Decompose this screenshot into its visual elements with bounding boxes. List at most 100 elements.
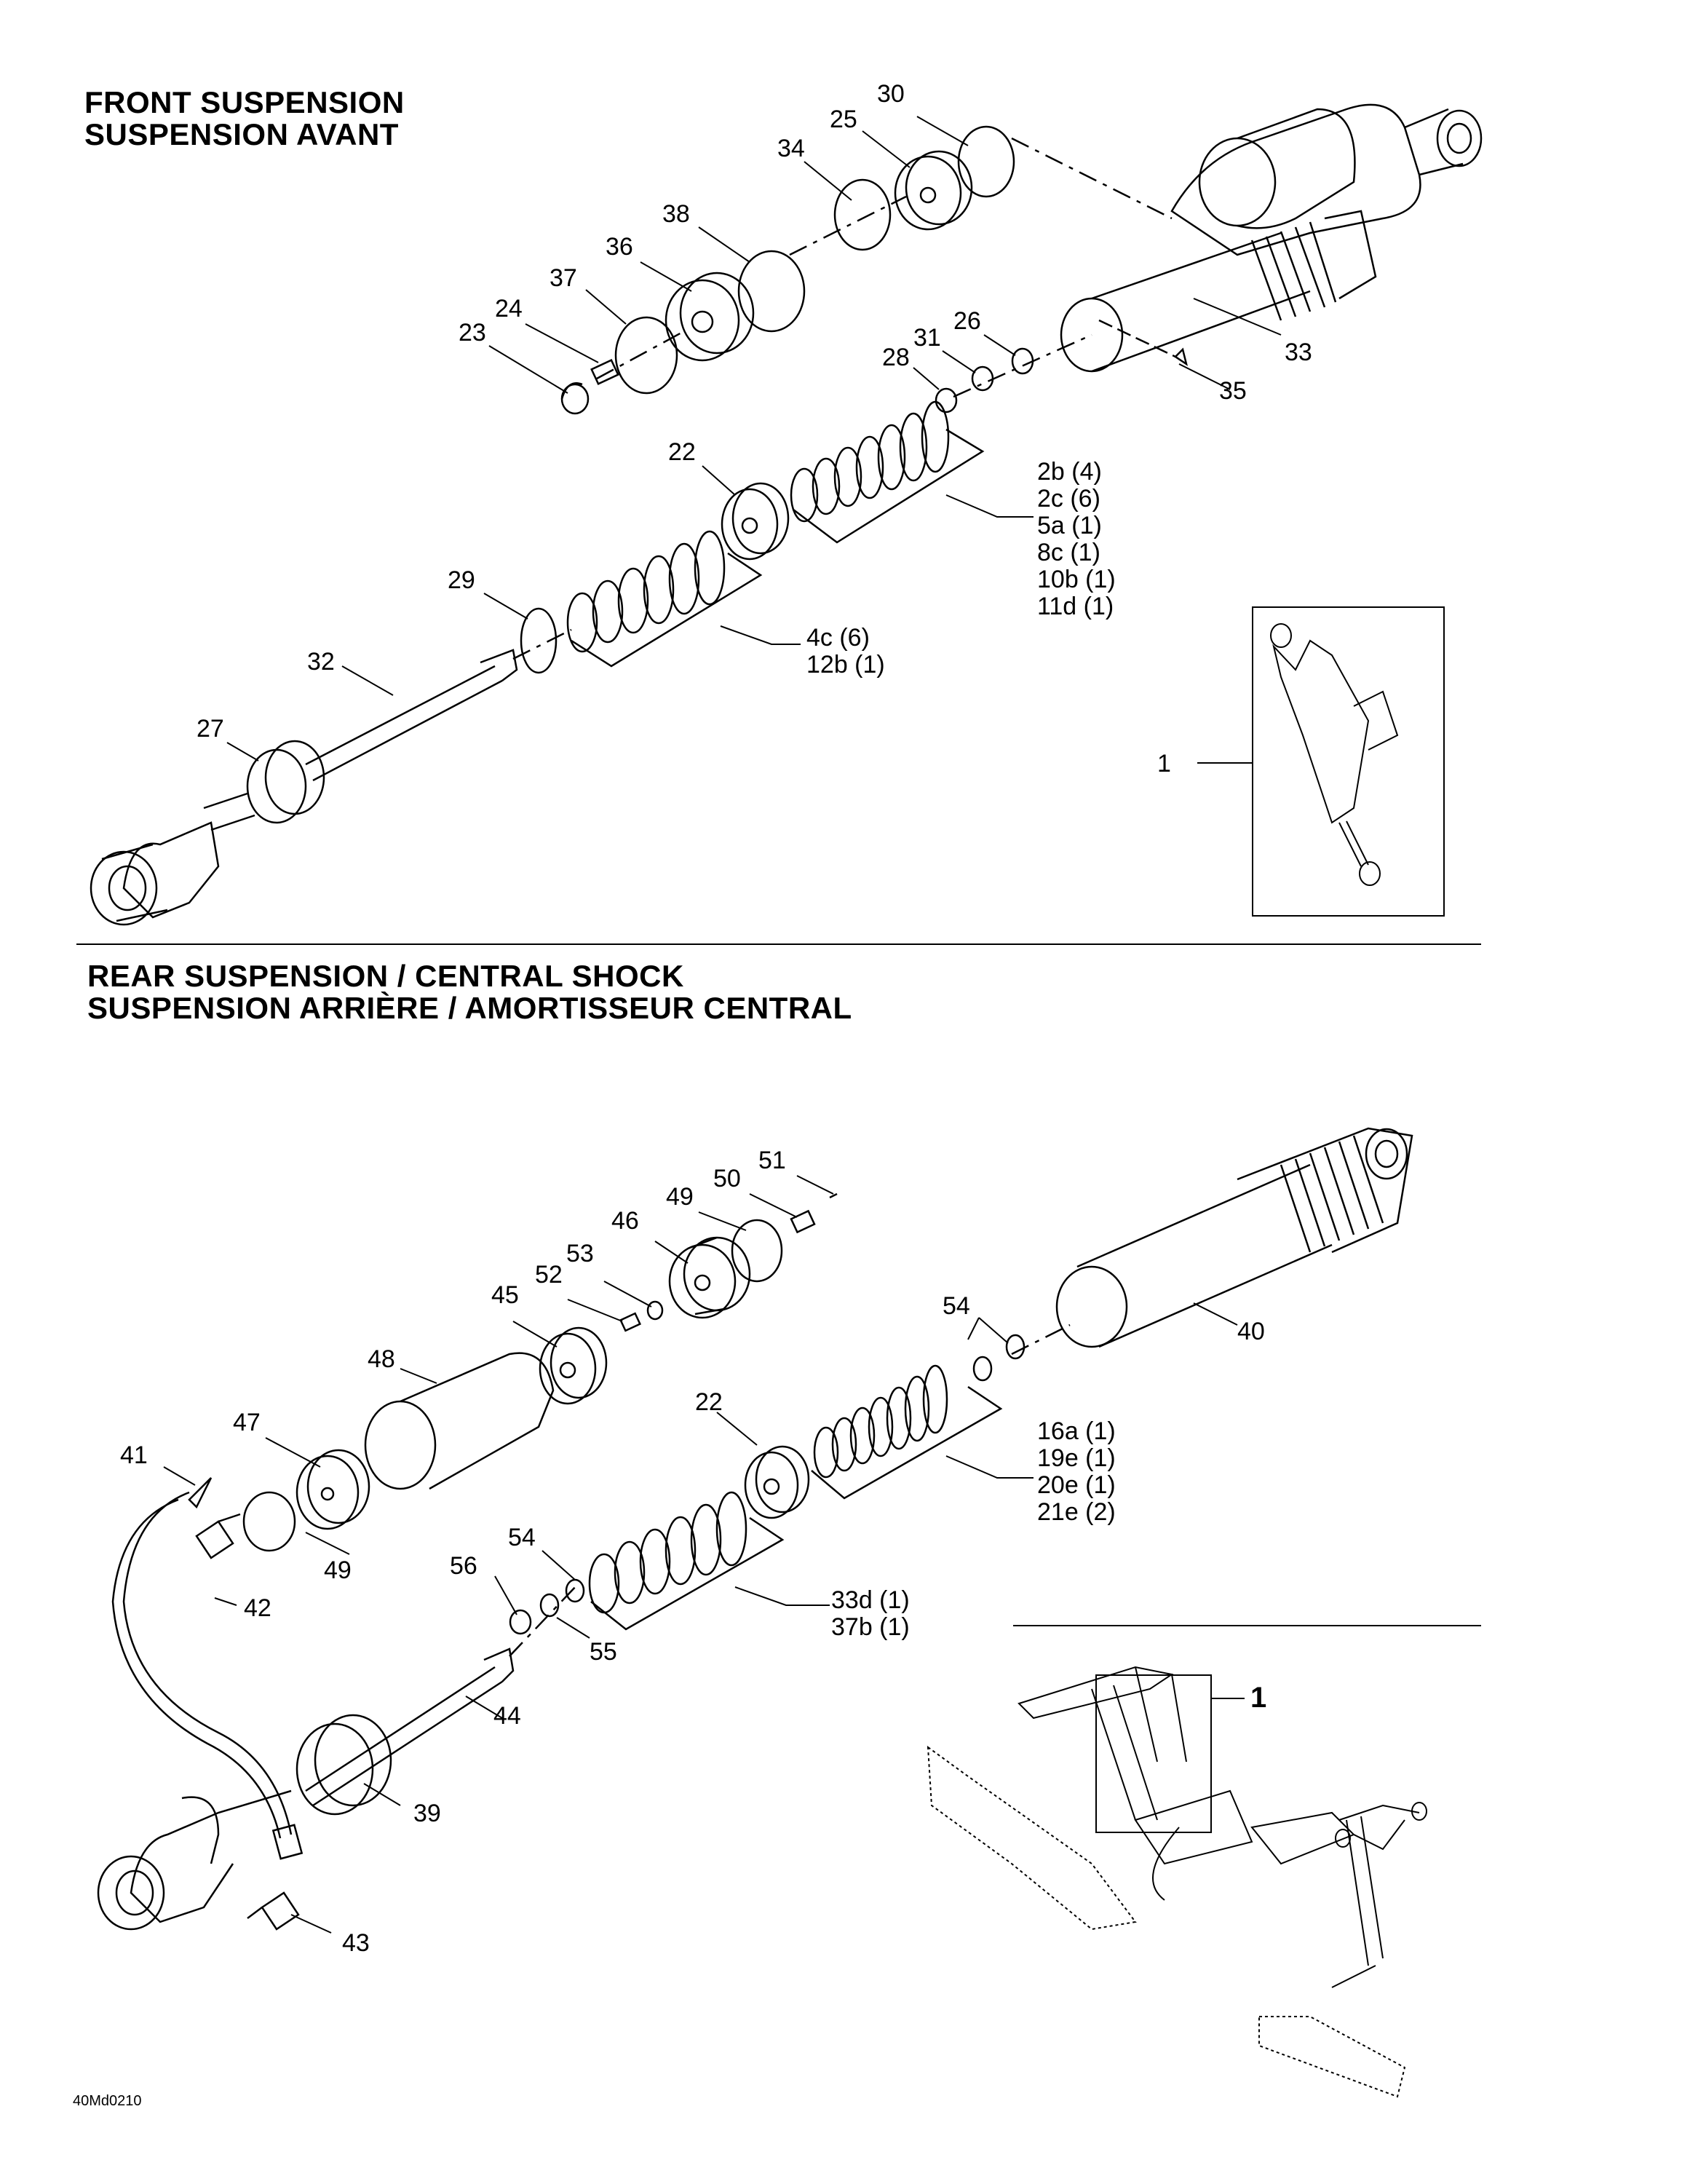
ref-11d: 11d (1) [1037,593,1114,620]
o-ring-53 [646,1300,664,1321]
front-seal-27 [203,740,325,831]
front-inset-shock [1270,623,1399,886]
washer-31 [971,365,994,392]
callout-44: 44 [493,1702,521,1730]
callout-51: 51 [758,1147,786,1174]
rear-seal-39 [295,1714,392,1816]
valve-52 [619,1312,642,1332]
front-inset-frame [1252,606,1445,917]
front-ref-group-2: 4c (6) 12b (1) [806,625,885,678]
o-ring-49-upper [731,1219,783,1283]
washer-54b [972,1356,993,1382]
ref-21e: 21e (2) [1037,1498,1116,1526]
callout-35: 35 [1219,377,1247,405]
callout-23: 23 [459,319,486,347]
callout-28: 28 [882,344,910,371]
o-ring-30 [957,125,1015,198]
callout-42: 42 [244,1594,271,1622]
o-ring-38 [737,250,806,333]
cylinder-48 [364,1352,555,1490]
callout-49-upper: 49 [666,1183,694,1211]
nut-56 [509,1609,532,1635]
washer-29 [520,607,558,674]
callout-34: 34 [777,135,805,162]
front-shim-stack-upper [790,400,950,523]
rear-callouts: 51 50 49 46 53 52 45 54 48 47 40 41 22 4… [120,1147,1266,1957]
callout-33: 33 [1285,339,1312,366]
front-title-en: FRONT SUSPENSION [84,85,405,119]
callout-54-upper: 54 [943,1292,970,1320]
front-eye-mount [90,821,220,926]
callout-43: 43 [342,1929,370,1957]
ref-10b: 10b (1) [1037,566,1116,593]
inset-separator [1013,1625,1481,1626]
ref-37b: 37b (1) [831,1613,910,1641]
rear-title-fr: SUSPENSION ARRIÈRE / AMORTISSEUR CENTRAL [87,991,852,1025]
callout-31: 31 [913,324,941,352]
ref-2b: 2b (4) [1037,458,1102,486]
ref-20e: 20e (1) [1037,1471,1116,1499]
piston-25 [894,150,973,231]
callout-54-lower: 54 [508,1524,536,1551]
front-title-fr: SUSPENSION AVANT [84,117,399,151]
callout-40: 40 [1237,1318,1265,1345]
ref-33d: 33d (1) [831,1586,910,1614]
valve-24 [590,359,619,385]
callout-38: 38 [662,200,690,228]
rear-ref-group-2: 33d (1) 37b (1) [831,1587,910,1641]
front-callouts: 30 25 34 38 36 37 24 23 26 31 28 33 35 2… [197,80,1312,778]
callout-45: 45 [491,1281,519,1309]
ref-5a: 5a (1) [1037,512,1102,539]
front-reservoir [1170,103,1483,256]
callout-24: 24 [495,295,523,323]
callout-26: 26 [953,307,981,335]
callout-1-front: 1 [1157,750,1171,778]
ref-4c: 4c (6) [806,624,870,652]
callout-41: 41 [120,1441,148,1469]
piston-46 [668,1236,751,1319]
washer-54a [1005,1334,1026,1360]
callout-22-rear: 22 [695,1388,723,1416]
drawing-code: 40Md0210 [73,2093,142,2109]
valve-50 [790,1209,816,1234]
ref-2c: 2c (6) [1037,485,1100,513]
shaft-32 [305,649,518,782]
rear-eye-mount [97,1789,292,1931]
rear-inset-skid [927,1666,1427,2098]
rear-ref-group-1: 16a (1) 19e (1) 20e (1) 21e (2) [1037,1418,1116,1526]
callout-37: 37 [550,264,577,292]
piston-36 [665,272,755,362]
screw-51 [829,1192,838,1199]
callout-50: 50 [713,1165,741,1192]
callout-29: 29 [448,566,475,594]
callout-46: 46 [611,1207,639,1235]
fitting-42 [195,1513,241,1559]
ref-16a: 16a (1) [1037,1417,1116,1445]
fitting-43 [247,1891,300,1931]
callout-22-front: 22 [668,438,696,466]
washer-55 [539,1593,560,1618]
callout-47: 47 [233,1409,261,1436]
callout-36: 36 [606,233,633,261]
front-piston-22 [721,482,790,561]
rear-shim-stack-lower [588,1491,747,1614]
callout-49-lower: 49 [324,1556,352,1584]
callout-48: 48 [368,1345,395,1373]
shaft-44 [305,1647,515,1807]
front-body-33 [1060,210,1377,373]
callout-55: 55 [590,1638,617,1666]
callout-1-rear: 1 [1250,1682,1266,1714]
callout-56: 56 [450,1552,477,1580]
hose-41 [111,1477,304,1860]
cap-47 [295,1449,370,1530]
front-ref-group-1: 2b (4) 2c (6) 5a (1) 8c (1) 10b (1) 11d … [1037,459,1116,620]
ref-12b: 12b (1) [806,651,885,678]
rear-piston-22 [744,1445,810,1519]
rear-shim-stack-upper [813,1364,948,1479]
ref-19e: 19e (1) [1037,1444,1116,1472]
front-shim-stack-lower [566,530,726,653]
o-ring-49-lower [242,1491,296,1552]
rear-inset-frame [1095,1674,1212,1833]
callout-32: 32 [307,648,335,676]
